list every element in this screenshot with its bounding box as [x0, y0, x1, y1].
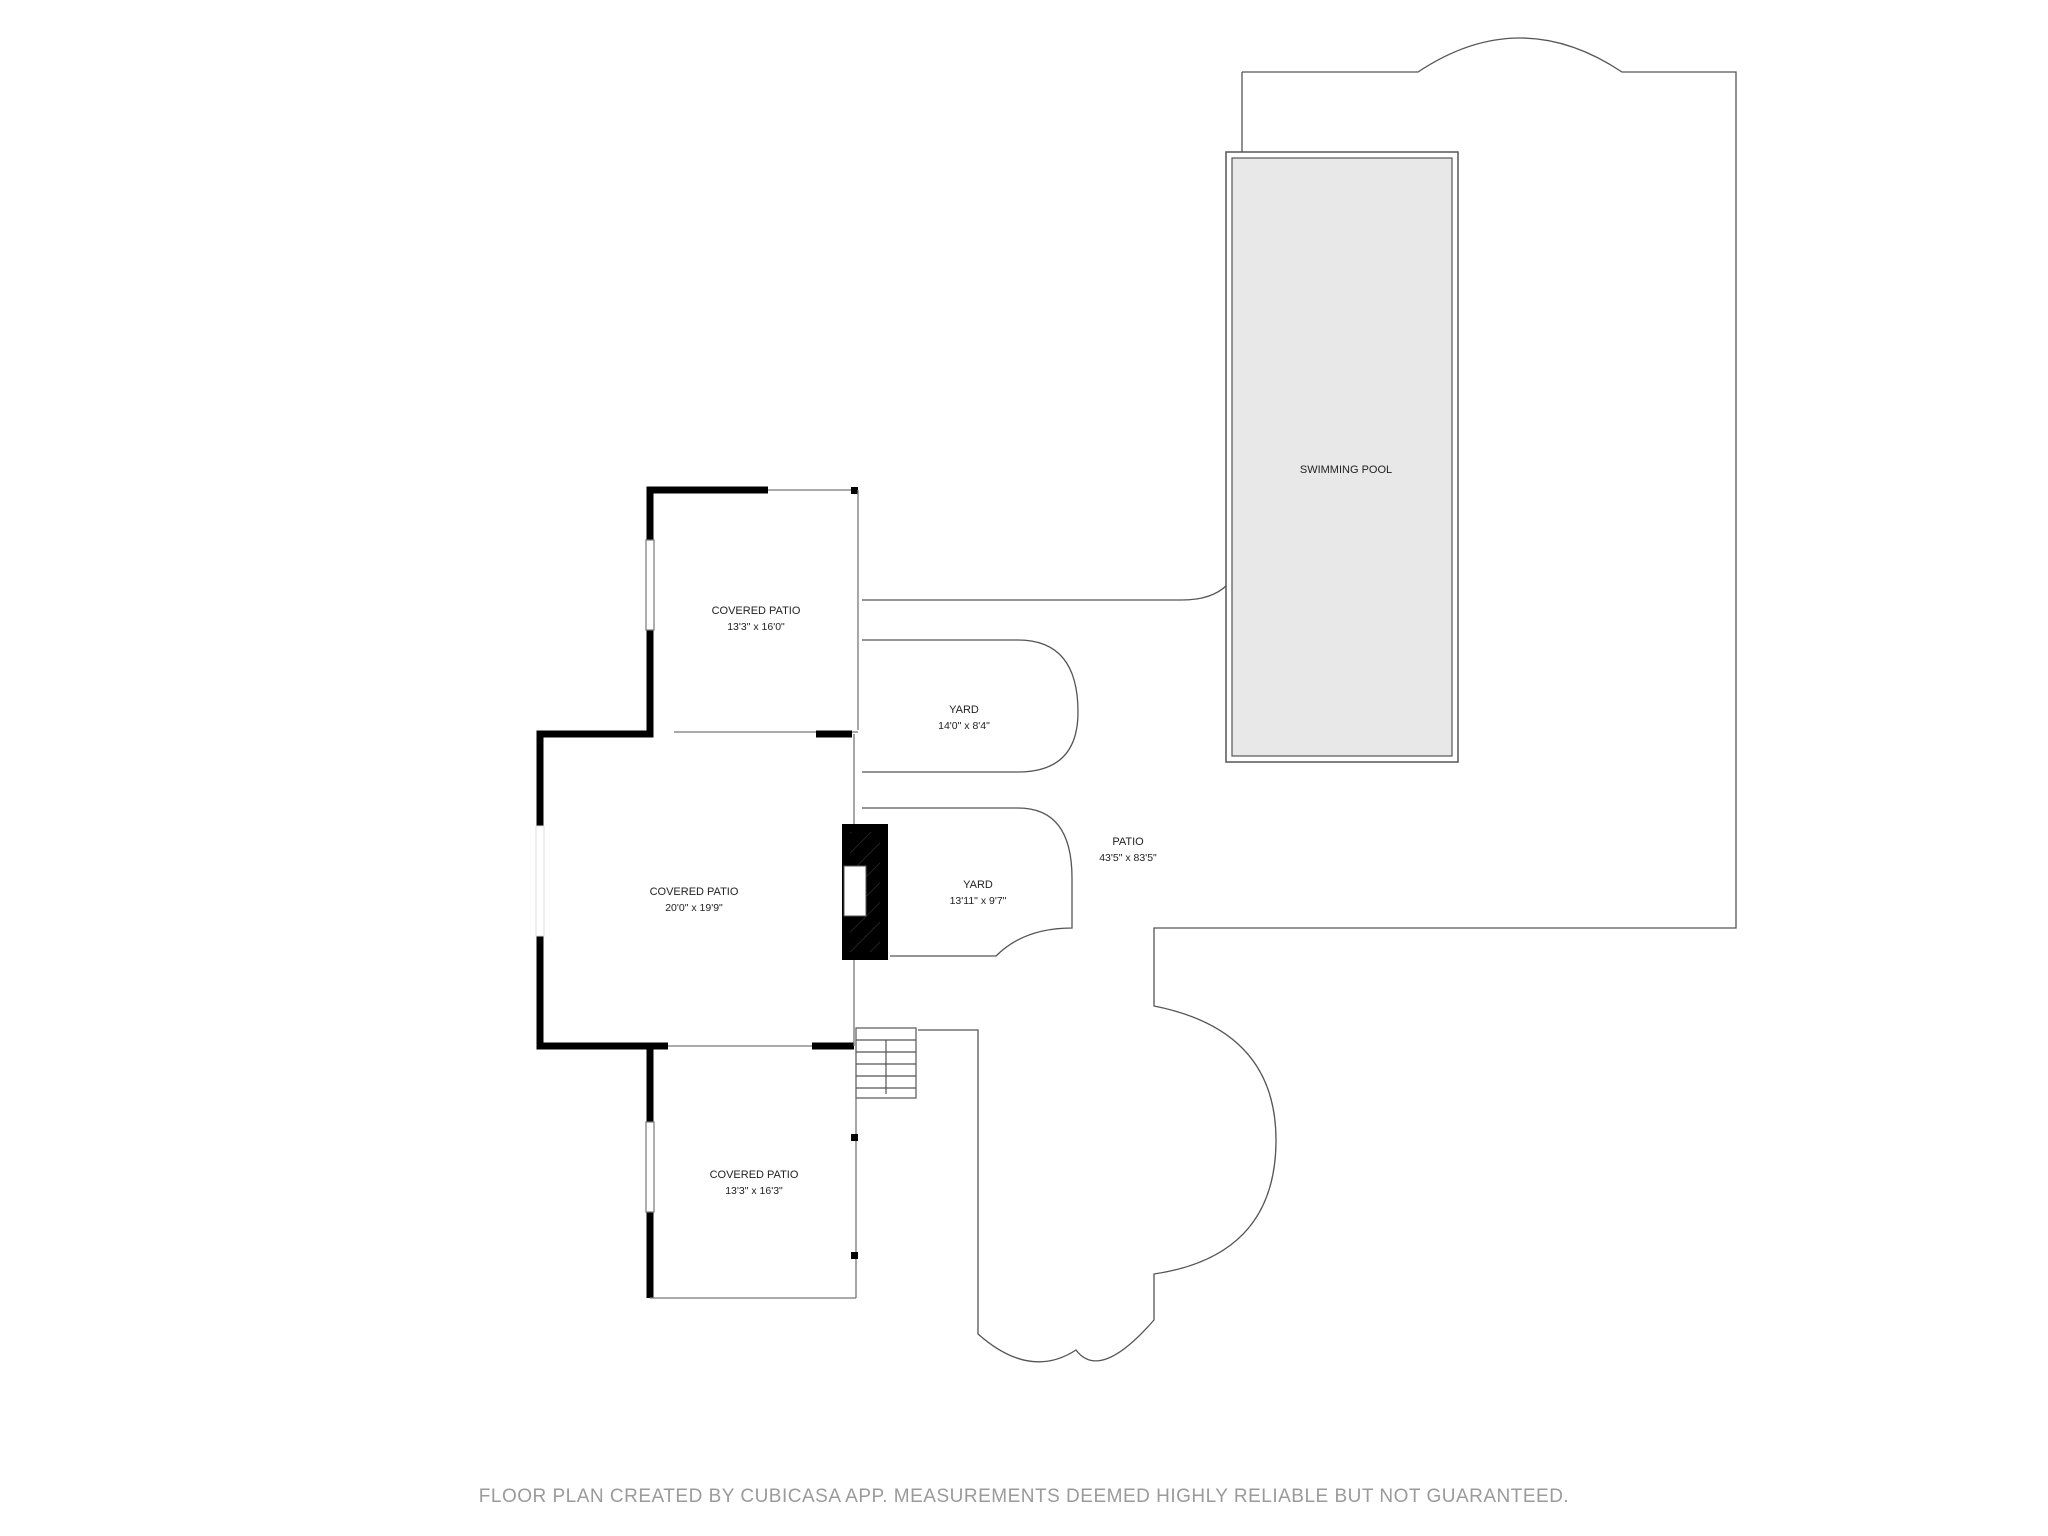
yard-lower-outline	[862, 807, 1073, 957]
label-yard-lower: YARD 13'11" x 9'7"	[950, 879, 1007, 907]
label-covered-patio-middle: COVERED PATIO 20'0" x 19'9"	[650, 886, 739, 914]
label-covered-patio-bottom: COVERED PATIO 13'3" x 16'3"	[710, 1169, 799, 1197]
patio-dimensions: 43'5" x 83'5"	[1099, 852, 1157, 864]
covered-patio-top-name: COVERED PATIO	[712, 605, 801, 617]
covered-patio-middle-name: COVERED PATIO	[650, 886, 739, 898]
swimming-pool-name: SWIMMING POOL	[1300, 464, 1392, 476]
label-patio: PATIO 43'5" x 83'5"	[1099, 836, 1157, 864]
yard-upper-dimensions: 14'0" x 8'4"	[938, 720, 990, 732]
label-swimming-pool: SWIMMING POOL	[1300, 464, 1392, 476]
covered-patio-middle-dimensions: 20'0" x 19'9"	[665, 902, 723, 914]
stairs	[855, 1027, 917, 1099]
label-yard-upper: YARD 14'0" x 8'4"	[938, 704, 990, 732]
swimming-pool	[1225, 151, 1459, 763]
yard-upper-name: YARD	[949, 704, 979, 716]
covered-patio-bottom-name: COVERED PATIO	[710, 1169, 799, 1181]
label-covered-patio-top: COVERED PATIO 13'3" x 16'0"	[712, 605, 801, 633]
yard-lower-dimensions: 13'11" x 9'7"	[950, 895, 1007, 907]
disclaimer-footer: FLOOR PLAN CREATED BY CUBICASA APP. MEAS…	[478, 1486, 1570, 1507]
patio-name: PATIO	[1112, 836, 1144, 848]
covered-patio-top-dimensions: 13'3" x 16'0"	[727, 621, 785, 633]
covered-patio-middle	[535, 730, 855, 1050]
yard-lower-name: YARD	[963, 879, 993, 891]
covered-patio-bottom-dimensions: 13'3" x 16'3"	[725, 1185, 783, 1197]
fireplace	[842, 824, 888, 960]
covered-patio-bottom	[645, 1046, 858, 1299]
yard-upper-outline	[862, 639, 1079, 773]
